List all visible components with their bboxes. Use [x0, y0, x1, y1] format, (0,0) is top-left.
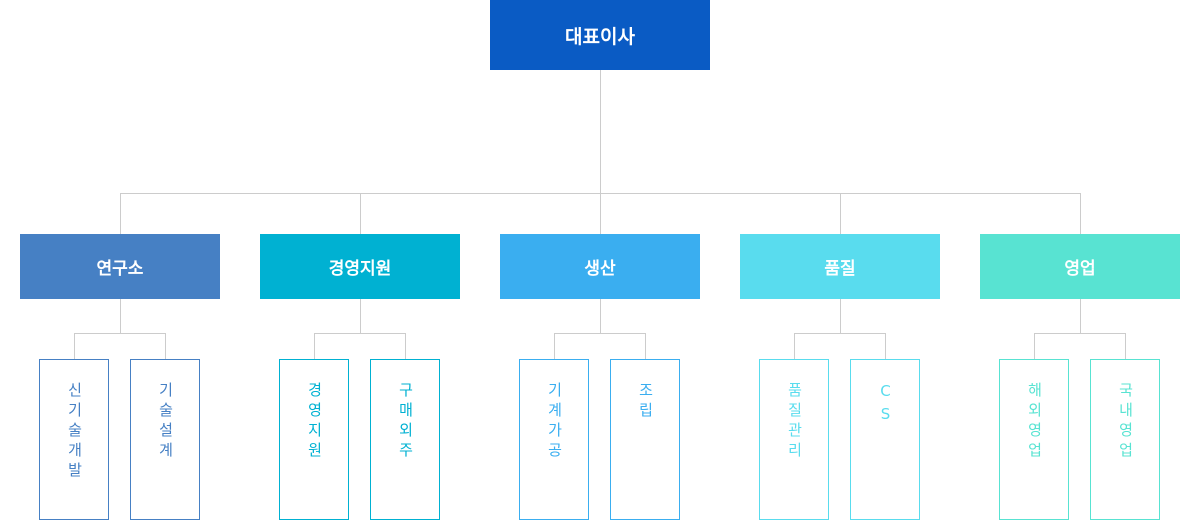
connector-line: [794, 333, 795, 359]
sub-team-box: 품질관리: [759, 359, 829, 520]
connector-line: [1034, 333, 1035, 359]
connector-line: [314, 333, 315, 359]
connector-line: [120, 299, 121, 333]
connector-line: [1080, 193, 1081, 234]
connector-line: [360, 193, 361, 234]
sub-team-box: 경영지원: [279, 359, 349, 520]
sub-team-label: 품질관리: [785, 382, 804, 462]
sub-team-box: 해외영업: [999, 359, 1069, 520]
sub-team-box: 기술설계: [130, 359, 200, 520]
sub-team-box: 신기술개발: [39, 359, 109, 520]
department-label: 생산: [584, 259, 616, 279]
connector-line: [600, 299, 601, 333]
connector-line: [645, 333, 646, 359]
sub-team-box: 구매외주: [370, 359, 440, 520]
connector-line: [840, 193, 841, 234]
department-box: 품질: [740, 234, 940, 299]
connector-line: [360, 299, 361, 333]
connector-line: [315, 333, 406, 334]
connector-line: [165, 333, 166, 359]
connector-line: [600, 193, 601, 234]
department-box: 경영지원: [260, 234, 460, 299]
connector-line: [885, 333, 886, 359]
department-box: 생산: [500, 234, 700, 299]
connector-line: [840, 299, 841, 333]
sub-team-label: 해외영업: [1025, 382, 1044, 462]
ceo-box: 대표이사: [490, 0, 710, 70]
connector-line: [120, 193, 121, 234]
sub-team-label: 구매외주: [396, 382, 415, 462]
connector-line: [405, 333, 406, 359]
connector-line: [554, 333, 555, 359]
department-box: 연구소: [20, 234, 220, 299]
ceo-label: 대표이사: [565, 25, 635, 48]
sub-team-label: 국내영업: [1116, 382, 1135, 462]
department-label: 품질: [824, 259, 856, 279]
sub-team-box: 국내영업: [1090, 359, 1160, 520]
sub-team-label: 기계가공: [545, 382, 564, 462]
connector-line: [1080, 299, 1081, 333]
connector-line: [75, 333, 166, 334]
connector-line: [600, 70, 601, 193]
sub-team-label: 기술설계: [156, 382, 175, 462]
department-label: 영업: [1064, 259, 1096, 279]
connector-line: [555, 333, 646, 334]
sub-team-label: 조립: [636, 382, 655, 422]
sub-team-box: 기계가공: [519, 359, 589, 520]
department-label: 연구소: [96, 259, 144, 279]
sub-team-box: CS: [850, 359, 920, 520]
department-label: 경영지원: [328, 259, 392, 279]
department-box: 영업: [980, 234, 1180, 299]
sub-team-label: CS: [876, 382, 895, 428]
sub-team-label: 경영지원: [305, 382, 324, 462]
sub-team-label: 신기술개발: [65, 382, 84, 482]
connector-line: [795, 333, 886, 334]
connector-line: [1125, 333, 1126, 359]
connector-line: [1035, 333, 1126, 334]
sub-team-box: 조립: [610, 359, 680, 520]
connector-line: [74, 333, 75, 359]
